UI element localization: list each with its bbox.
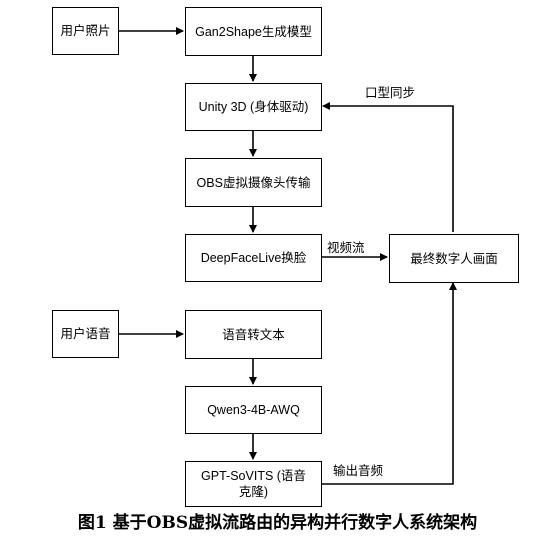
edge-label-audio-output: 输出音频 [333,464,384,478]
node-final-frame: 最终数字人画面 [389,234,519,283]
node-unity: Unity 3D (身体驱动) [185,83,322,131]
edge-label-video-stream: 视频流 [327,241,365,255]
arrow-lip-sync [322,102,454,232]
node-user-photo: 用户照片 [52,7,119,55]
node-speech-to-text: 语音转文本 [185,310,322,359]
node-qwen: Qwen3-4B-AWQ [185,386,322,434]
figure-caption: 图1 基于OBS虚拟流路由的异构并行数字人系统架构 [77,513,478,533]
node-gpt-sovits: GPT-SoVITS (语音克隆) [185,461,322,507]
node-obs-camera: OBS虚拟摄像头传输 [185,158,322,207]
node-user-voice: 用户语音 [52,310,119,358]
node-gan2shape: Gan2Shape生成模型 [185,7,322,56]
node-deepfacelive: DeepFaceLive换脸 [185,234,322,282]
edge-label-lip-sync: 口型同步 [365,86,416,100]
arrow-audio-output [322,282,457,485]
